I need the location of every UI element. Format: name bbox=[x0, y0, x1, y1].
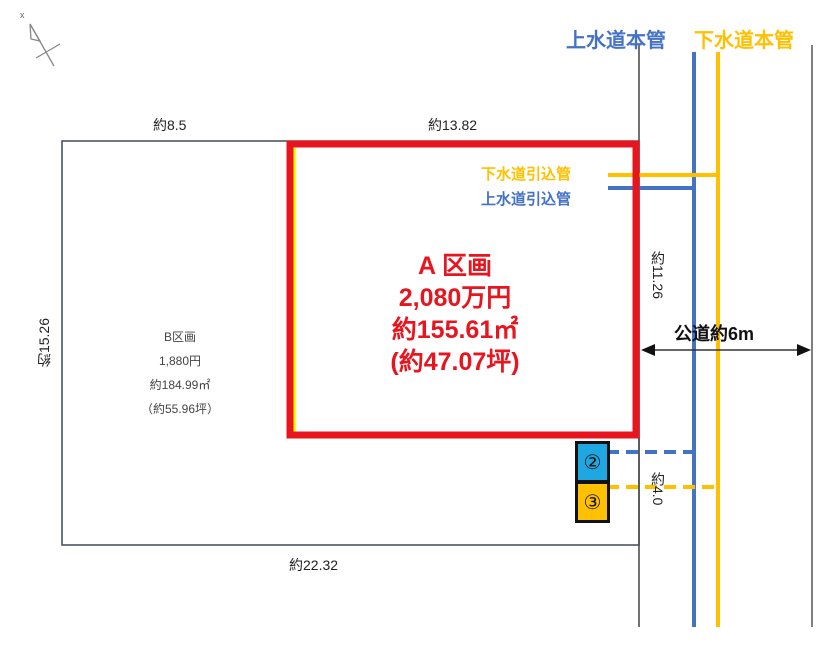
road-label: 公道約6m bbox=[674, 324, 755, 344]
lot-b-area-tsubo: （約55.96坪） bbox=[140, 402, 220, 416]
dim-bottom: 約22.32 bbox=[289, 557, 339, 573]
lot-b-name: B区画 bbox=[163, 330, 196, 344]
lot-a-name: A 区画 bbox=[417, 252, 493, 280]
dim-right-lower: 約4.0 bbox=[650, 472, 666, 506]
lot-a-outline bbox=[286, 140, 640, 439]
lot-a-area-tsubo: (約47.07坪) bbox=[390, 348, 520, 376]
water-branch-label: 上水道引込管 bbox=[481, 191, 572, 208]
sewer-main-label: 下水道本管 bbox=[694, 30, 794, 52]
lot-b-area-sqm: 約184.99㎡ bbox=[149, 378, 211, 392]
north-arrow-icon bbox=[29, 23, 61, 67]
lot-a-price: 2,080万円 bbox=[398, 284, 512, 312]
lot-b-info[interactable]: B区画 1,880円 約184.99㎡ （約55.96坪） bbox=[120, 325, 240, 421]
dim-top-right: 約13.82 bbox=[428, 117, 478, 133]
dim-top-left: 約8.5 bbox=[153, 117, 187, 133]
meter-box-3[interactable]: ③ bbox=[575, 481, 610, 523]
dim-left: 約15.26 bbox=[36, 318, 52, 368]
lot-a-area-sqm: 約155.61㎡ bbox=[391, 316, 519, 344]
lot-a-info[interactable]: A 区画 2,080万円 約155.61㎡ (約47.07坪) bbox=[370, 250, 540, 378]
water-main-label: 上水道本管 bbox=[566, 30, 666, 52]
meter-box-2[interactable]: ② bbox=[575, 441, 610, 483]
lot-b-price: 1,880円 bbox=[158, 354, 202, 368]
sewer-branch-label: 下水道引込管 bbox=[481, 166, 572, 183]
dim-right-a: 約11.26 bbox=[650, 251, 666, 299]
north-label: x bbox=[20, 10, 25, 20]
